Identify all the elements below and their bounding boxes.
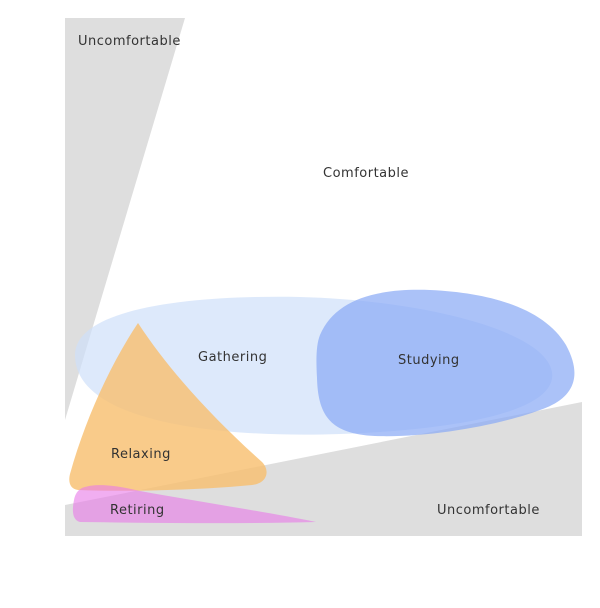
- relaxing-region: [69, 323, 267, 491]
- studying-region: [316, 289, 575, 437]
- uncomfortable-zone-left: [65, 18, 185, 420]
- uncomfortable-label-bottom: Uncomfortable: [437, 503, 540, 518]
- retiring-label: Retiring: [110, 503, 165, 518]
- studying-label: Studying: [398, 353, 460, 368]
- uncomfortable-label-top: Uncomfortable: [78, 34, 181, 49]
- comfortable-label: Comfortable: [323, 166, 409, 181]
- gathering-label: Gathering: [198, 350, 267, 365]
- relaxing-label: Relaxing: [111, 447, 171, 462]
- retiring-region: [72, 485, 316, 524]
